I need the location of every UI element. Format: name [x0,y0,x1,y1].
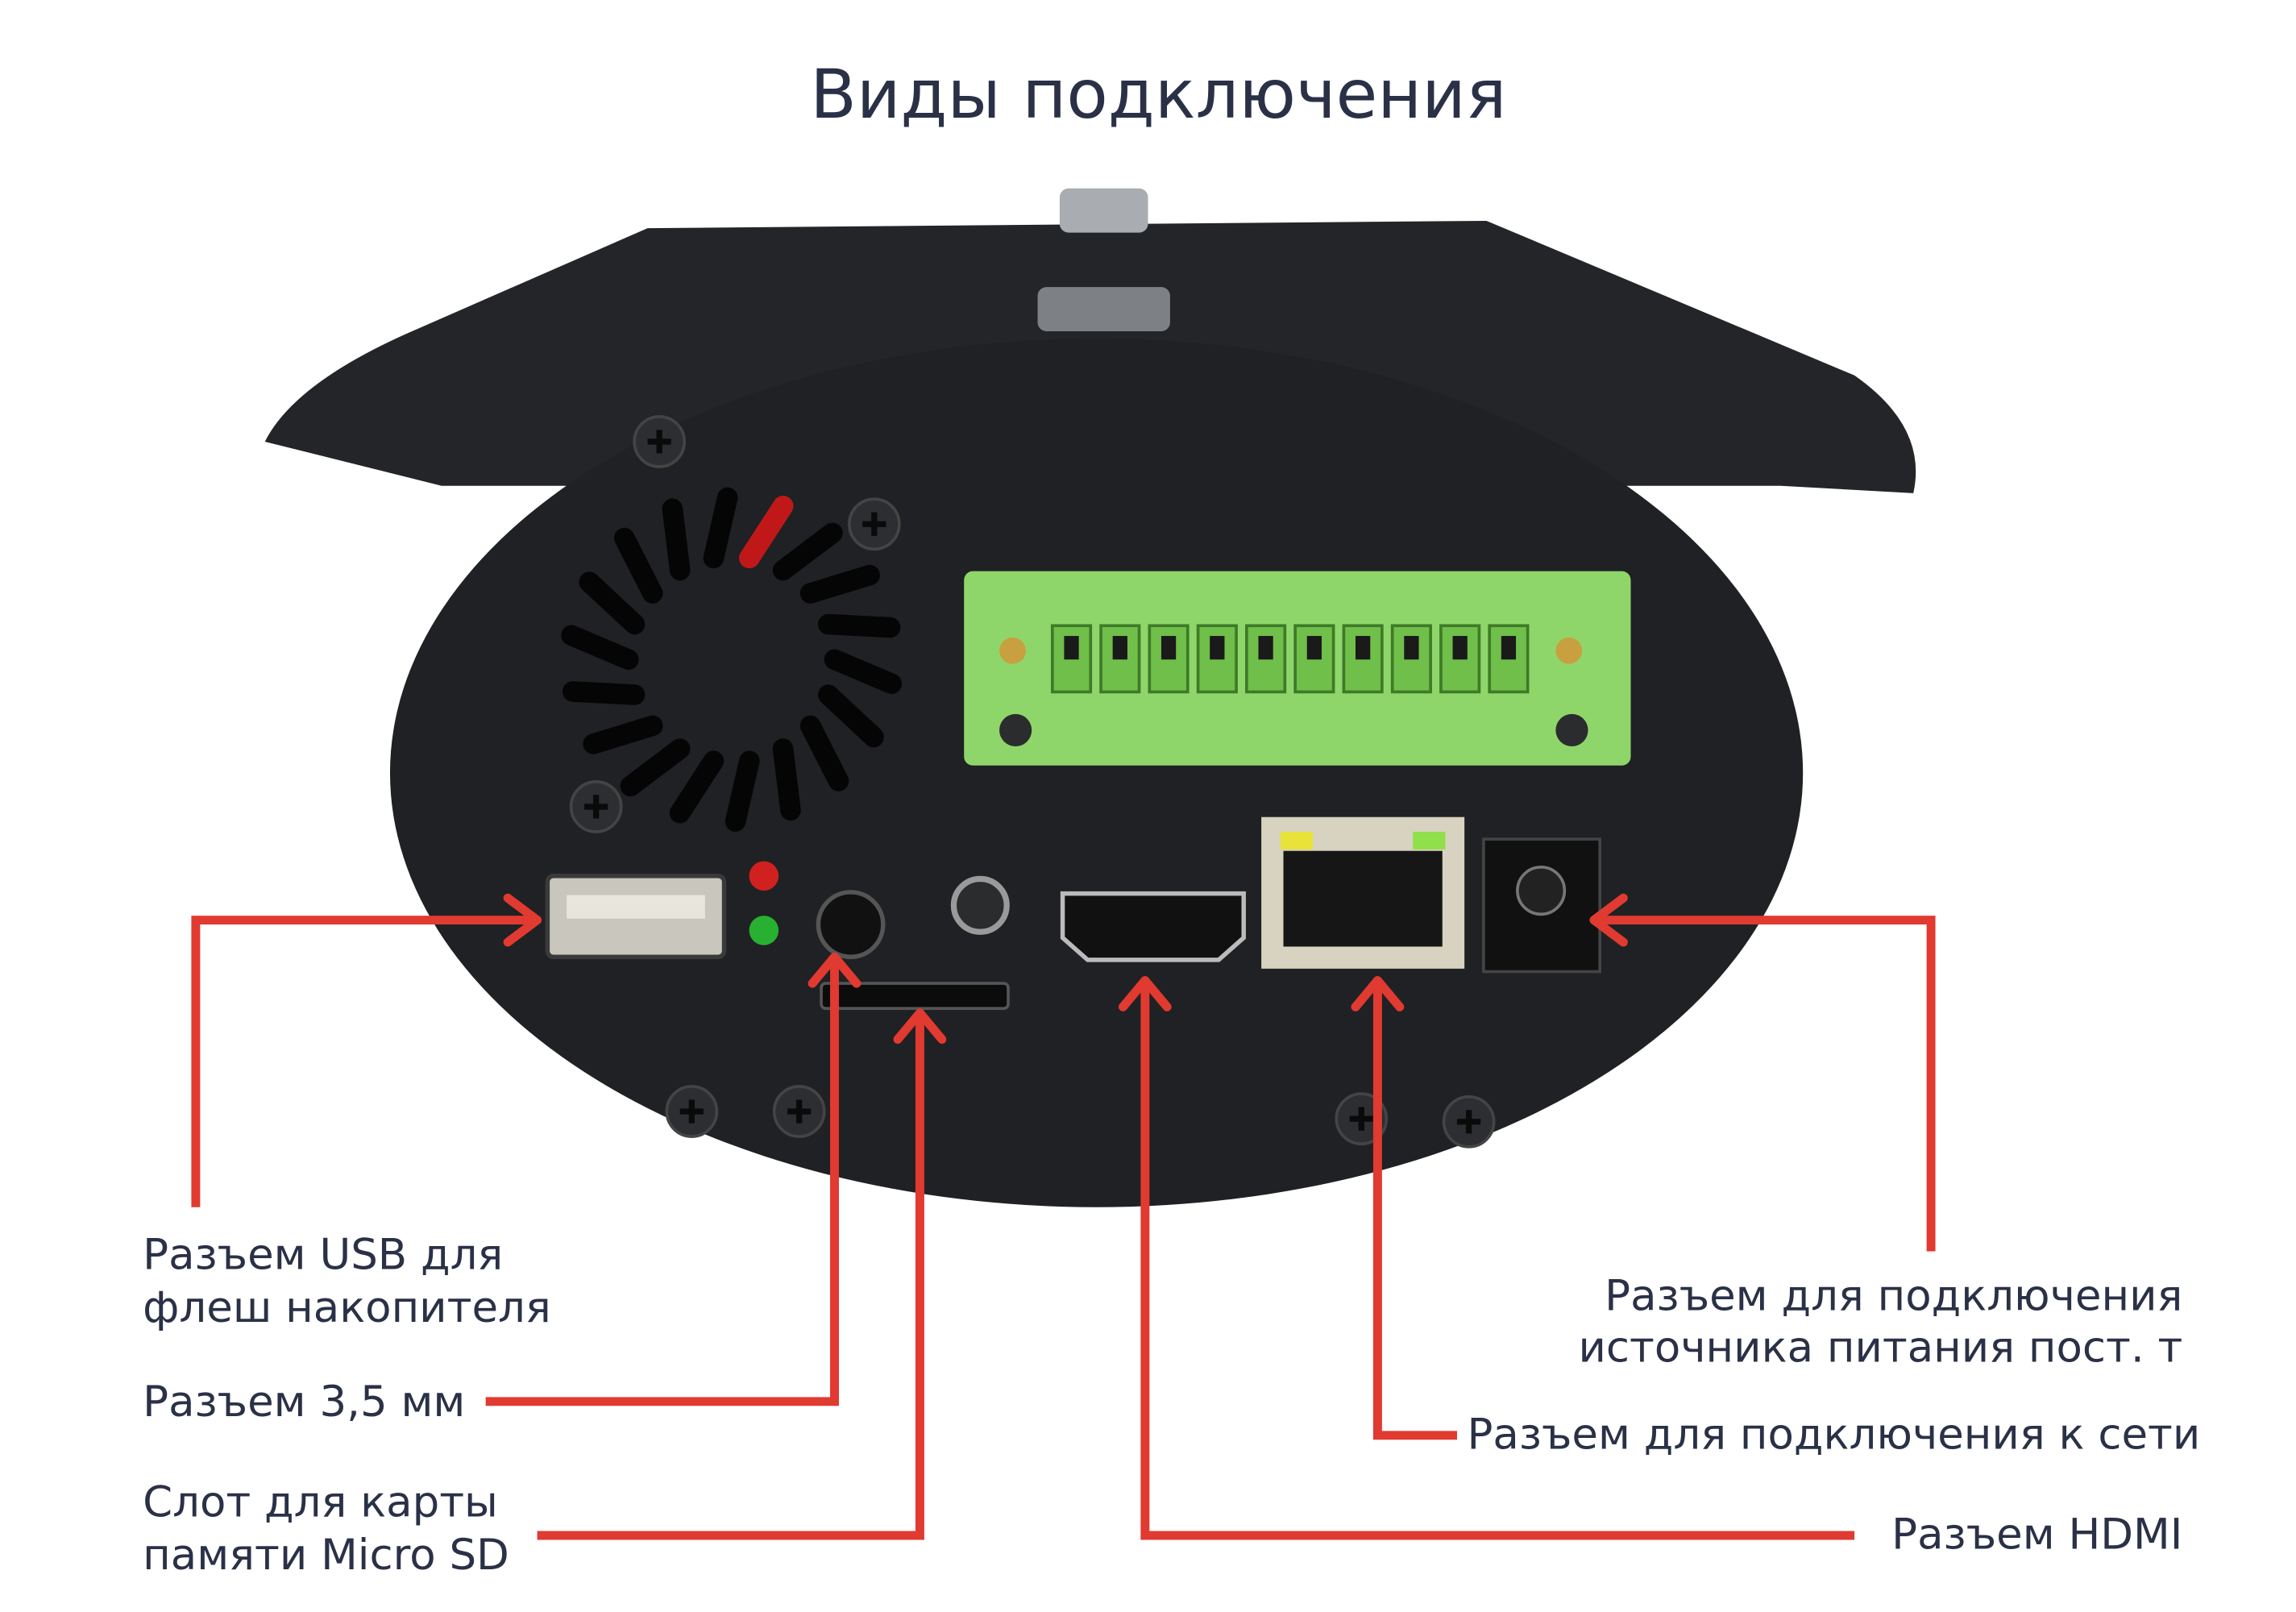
terminal-hole [1160,636,1177,660]
fan-slot [725,750,760,832]
fan-slot [562,681,646,705]
arrow-hdmi [1140,980,1855,1540]
terminal-pins [1050,624,1530,694]
label-usb-line1: Разъем USB для [143,1230,503,1279]
terminal-hole [1210,636,1225,660]
fan-slot [703,487,738,569]
arrow-power [1596,916,1936,1252]
fan-slot [669,750,725,824]
arrowhead-network [1351,975,1405,1012]
fan-slot [818,684,884,748]
terminal-hole [1404,636,1419,660]
arrowhead-power [1589,893,1628,947]
terminal-hole [1501,636,1517,660]
camera-photo [264,188,1916,1207]
arrowhead-usb [503,893,542,947]
screw-cross [862,512,886,536]
label-audio: Разъем 3,5 мм [143,1377,465,1427]
terminal-screw [999,713,1032,747]
usb-port-tongue [567,895,705,919]
rj45-led-yellow [1280,831,1314,850]
label-sd-line1: Слот для карты [143,1477,498,1527]
led-red [749,861,779,891]
mount-screw [1059,188,1148,233]
camera-body [389,339,1804,1207]
terminal-hole [1064,636,1079,660]
fan-slot [739,496,794,569]
fan-slot [799,715,849,791]
led-green [749,916,779,945]
fan-slot [818,613,901,638]
label-sd-line2: памяти Micro SD [143,1531,509,1580]
terminal-hole [1356,636,1371,660]
arrowhead-audio [808,952,862,988]
fan-slot [772,738,801,821]
fan-slot [799,564,880,604]
rj45-led-green [1413,831,1446,850]
terminal-screw [1555,713,1588,747]
audio-jack [816,890,886,959]
dc-pin [1516,865,1567,916]
label-usb-line2: флеш накопителя [143,1283,551,1332]
screw-cross [1349,1107,1373,1131]
fan-slot [620,738,691,797]
terminal-hole [1258,636,1273,660]
fan-slot [561,625,639,671]
screws [569,415,1496,1149]
arrow-audio [485,959,839,1406]
terminal-hole [1452,636,1468,660]
arrowhead-sd [893,1008,947,1044]
label-power-line2: источника питания пост. т [1579,1323,2183,1372]
reset-button [950,875,1010,935]
screw-cross [647,430,671,454]
label-network: Разъем для подключения к сети [1467,1410,2200,1459]
fan-slot [772,522,843,581]
fan-slot [824,649,903,695]
screw-cross [679,1099,704,1124]
screw-cross [584,795,608,819]
terminal-screw [1555,637,1583,664]
terminal-hole [1112,636,1127,660]
fan-slot [579,571,646,635]
mount-nut [1037,287,1170,331]
fan-slot [614,527,663,604]
screw-cross [787,1099,812,1124]
rj45-opening [1283,850,1443,947]
fan-slot [662,498,691,581]
callout-arrows [191,893,1936,1540]
arrow-usb [191,916,534,1207]
label-hdmi: Разъем HDMI [1891,1510,2182,1559]
arrow-sd [537,1016,924,1540]
fan-vent [561,487,903,832]
arrowhead-hdmi [1118,975,1172,1012]
hdmi-port [1060,891,1246,962]
page-title: Виды подключения [810,55,1506,134]
arrow-network [1372,980,1458,1440]
terminal-hole [1306,636,1322,660]
label-power-line1: Разъем для подключения [1605,1272,2182,1321]
screw-cross [1457,1110,1481,1134]
fan-slot [583,715,663,754]
terminal-screw [999,637,1026,664]
micro-sd-slot [820,982,1010,1010]
